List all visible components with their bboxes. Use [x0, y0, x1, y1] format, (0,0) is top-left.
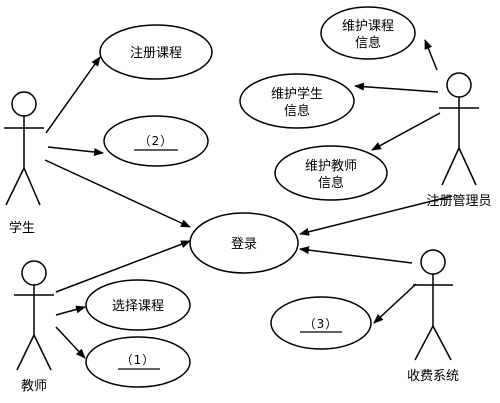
assoc-registrar-maintain-student: [354, 82, 439, 93]
usecase-maintain-course-info: 维护课程 信息: [320, 6, 416, 60]
assoc-billing-blank-3: [373, 283, 417, 324]
usecase-maintain-teacher-info-line2: 信息: [318, 175, 344, 191]
usecase-login-label: 登录: [231, 237, 257, 252]
actor-student: [4, 91, 44, 206]
usecase-register-course-label: 注册课程: [130, 46, 182, 61]
usecase-blank-2: （2）: [103, 115, 209, 167]
associations: [44, 39, 453, 359]
assoc-registrar-maintain-teacher: [371, 112, 441, 151]
actor-teacher-label: 教师: [21, 378, 47, 394]
assoc-registrar-login: [299, 195, 453, 236]
usecase-maintain-student-info-line2: 信息: [284, 103, 310, 119]
assoc-student-blank-2: [47, 146, 104, 157]
usecase-maintain-student-info: 维护学生 信息: [239, 73, 355, 129]
usecase-maintain-teacher-info: 维护教师 信息: [274, 145, 388, 201]
usecase-blank-3-label: （3）: [304, 317, 339, 331]
usecase-blank-2-label: （2）: [139, 134, 174, 148]
assoc-student-register-course: [45, 56, 101, 134]
usecase-login: 登录: [189, 212, 299, 274]
assoc-student-login: [44, 159, 191, 228]
usecase-blank-1-label: （1）: [121, 353, 156, 367]
actor-billing-label: 收费系统: [407, 369, 459, 384]
usecase-maintain-student-info-line1: 维护学生: [271, 86, 323, 102]
usecase-blank-3: （3）: [270, 296, 372, 350]
assoc-registrar-maintain-course: [424, 39, 438, 71]
usecase-select-course: 选择课程: [85, 279, 191, 331]
usecase-register-course: 注册课程: [99, 24, 213, 80]
assoc-teacher-select-course: [55, 305, 86, 316]
actor-registrar-label: 注册管理员: [426, 194, 491, 209]
usecase-maintain-course-info-line1: 维护课程: [342, 19, 394, 34]
usecase-select-course-label: 选择课程: [112, 299, 164, 314]
actor-student-label: 学生: [9, 220, 35, 236]
assoc-teacher-login: [55, 240, 191, 293]
assoc-billing-login: [299, 246, 413, 264]
assoc-teacher-blank-1: [55, 326, 86, 359]
actor-billing: [413, 249, 453, 361]
usecase-maintain-course-info-line2: 信息: [355, 35, 381, 51]
usecase-maintain-teacher-info-line1: 维护教师: [305, 158, 357, 174]
actor-teacher: [14, 260, 54, 371]
usecase-blank-1: （1）: [85, 336, 191, 388]
actor-registrar: [439, 72, 479, 186]
